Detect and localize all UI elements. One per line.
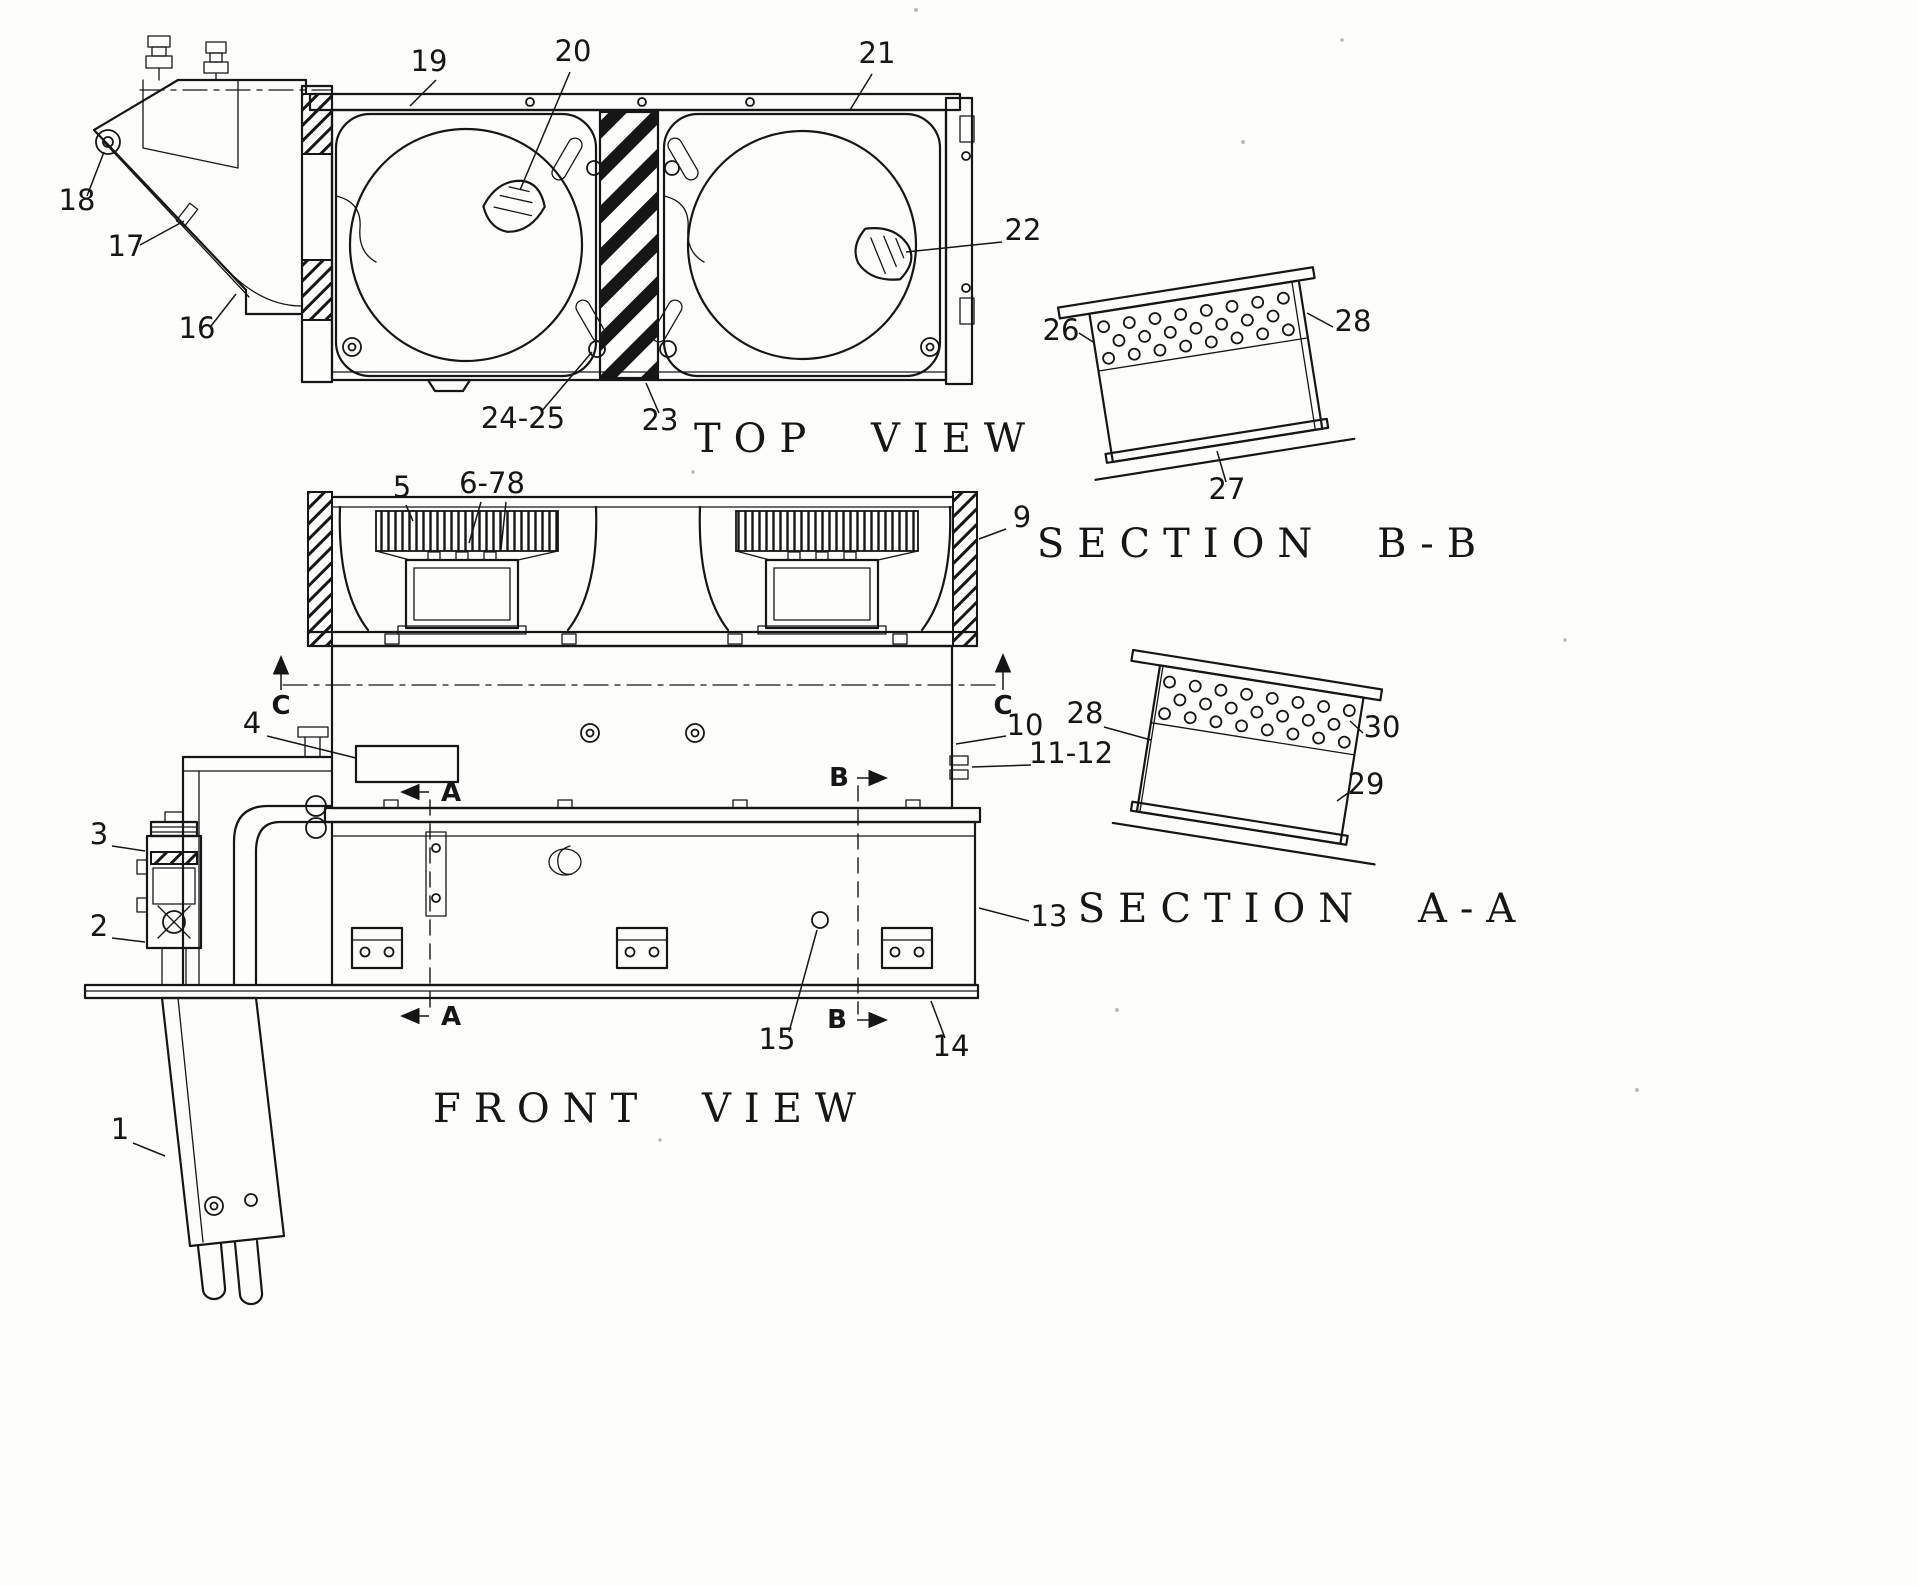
pipe-fittings (145, 35, 229, 81)
callout-21: 21 (859, 36, 896, 70)
mounting-bracket-left (350, 926, 404, 970)
section-aa-drawing (1111, 648, 1384, 866)
callout-5: 5 (393, 470, 411, 504)
section-cut-lines (272, 653, 1012, 1029)
front-view-title: FRONT VIEW (433, 1086, 869, 1132)
callout-23: 23 (642, 403, 679, 437)
left-fan-circle (348, 127, 584, 363)
callout-29: 29 (1348, 767, 1385, 801)
callout-22: 22 (1005, 213, 1042, 247)
top-view-drawing (92, 35, 975, 393)
left-motor-box (397, 551, 527, 635)
lower-strut (160, 996, 286, 1306)
lower-rail (323, 799, 982, 824)
callout-24-25: 24-25 (481, 401, 565, 435)
callout-10: 10 (1007, 708, 1044, 742)
top-rail (308, 92, 962, 112)
left-flange (300, 84, 334, 384)
right-housing-wall2 (920, 505, 952, 632)
bottom-box (330, 820, 977, 987)
left-bracket-assembly (92, 35, 333, 316)
top-view-title: TOP VIEW (694, 416, 1038, 462)
callout-19: 19 (411, 44, 448, 78)
center-divider-hatched (598, 110, 660, 380)
section-bb-callouts: 26 28 27 (1043, 304, 1372, 506)
right-flange (944, 96, 975, 386)
left-housing-wall (338, 505, 370, 632)
front-view-cut-letters: C C A A B B (271, 691, 1012, 1035)
section-bb-title: SECTION B-B (1037, 521, 1489, 567)
callout-17: 17 (108, 229, 145, 263)
left-piping-bracket (181, 726, 334, 987)
front-view-drawing (83, 491, 1012, 1306)
right-motor-box (757, 551, 887, 635)
drain-hole (811, 911, 829, 929)
right-fan-circle (686, 129, 918, 361)
callout-4: 4 (243, 706, 261, 740)
fan-shrouds (334, 112, 942, 378)
callout-30: 30 (1364, 710, 1401, 744)
knob-20 (482, 179, 546, 233)
right-housing-wall (698, 505, 730, 632)
base-plate (83, 983, 980, 1000)
callout-26: 26 (1043, 313, 1080, 347)
perforations-aa (1158, 675, 1356, 749)
left-housing-wall2 (566, 505, 598, 632)
perforations-bb (1097, 291, 1295, 365)
section-aa-title: SECTION A-A (1078, 886, 1528, 932)
callout-2: 2 (90, 909, 108, 943)
right-fan-grille (735, 510, 919, 552)
section-bb-drawing (1056, 266, 1356, 481)
cut-letter-b-bottom: B (827, 1005, 847, 1035)
name-plate (354, 744, 460, 784)
scan-specks (658, 8, 1639, 1142)
callout-15: 15 (759, 1022, 796, 1056)
callout-28-aa: 28 (1067, 696, 1104, 730)
cut-letter-c-left: C (271, 691, 290, 721)
callout-11-12: 11-12 (1029, 736, 1113, 770)
knob-22 (854, 227, 913, 281)
valve-assembly (136, 811, 203, 986)
top-view-callouts: 19 20 21 22 18 17 16 24-25 23 (59, 34, 1042, 437)
cut-letter-c-right: C (993, 691, 1012, 721)
front-view-callouts: 5 6-78 9 4 10 11-12 3 2 13 15 14 1 (90, 466, 1113, 1157)
handle-mark (548, 845, 582, 876)
side-bolt-lower (949, 769, 969, 780)
callout-14: 14 (933, 1029, 970, 1063)
cut-letter-a-bottom: A (441, 1002, 461, 1032)
right-end-cap (952, 491, 978, 647)
side-bolt-upper (949, 755, 969, 766)
mounting-bracket-center (615, 926, 669, 970)
callout-16: 16 (179, 311, 216, 345)
left-fan-grille (375, 510, 559, 552)
callout-27: 27 (1209, 472, 1246, 506)
callout-13: 13 (1031, 899, 1068, 933)
callout-28-bb: 28 (1335, 304, 1372, 338)
cut-letter-b-top: B (829, 763, 849, 793)
mounting-bracket-right (880, 926, 934, 970)
middle-panel (330, 644, 969, 810)
callout-6-78: 6-78 (459, 466, 525, 500)
callout-18: 18 (59, 183, 96, 217)
callout-1: 1 (111, 1112, 129, 1146)
callout-9: 9 (1013, 500, 1031, 534)
left-end-cap (307, 491, 333, 647)
cut-letter-a-top: A (441, 778, 461, 808)
callout-20: 20 (555, 34, 592, 68)
screw-holes (342, 160, 940, 358)
section-aa-callouts: 28 30 29 (1067, 696, 1401, 802)
fan-deck (306, 491, 979, 648)
callout-3: 3 (90, 817, 108, 851)
mounting-strip (425, 831, 447, 917)
